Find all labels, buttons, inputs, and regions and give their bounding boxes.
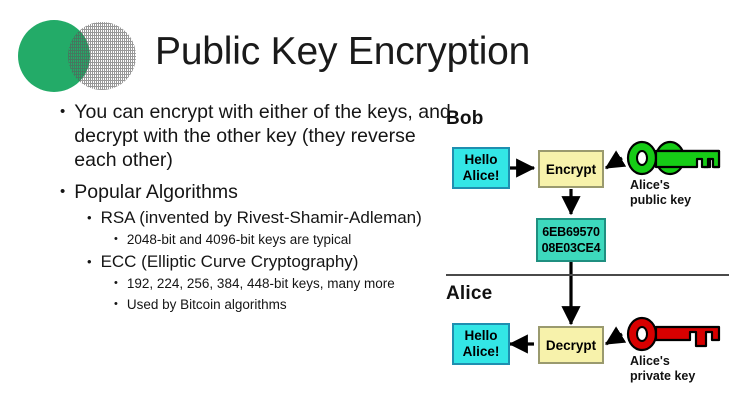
bullet-level3-rsa-keysizes: • 2048-bit and 4096-bit keys are typical [114, 229, 460, 250]
bullet-marker: • [60, 103, 66, 120]
bullet-marker: • [60, 183, 66, 200]
plaintext-line1: Hello [464, 152, 498, 167]
plaintext-box-alice: Hello Alice! [452, 323, 510, 365]
ciphertext-box: 6EB69570 08E03CE4 [536, 218, 606, 262]
bullet-text: 192, 224, 256, 384, 448-bit keys, many m… [126, 276, 395, 291]
logo [14, 12, 144, 102]
party-divider [446, 274, 729, 276]
decrypt-box: Decrypt [538, 326, 604, 364]
encryption-flow-diagram: Bob Hello Alice! Encrypt Alice's public … [440, 100, 740, 412]
ciphertext-line1: 6EB69570 [542, 225, 600, 239]
page-title: Public Key Encryption [155, 30, 531, 73]
bullet-text: Used by Bitcoin algorithms [126, 297, 287, 312]
bullet-marker: • [87, 210, 92, 225]
arrow-privatekey-to-decrypt [604, 326, 627, 346]
bullet-marker: • [114, 233, 118, 245]
red-key-icon [626, 316, 721, 352]
diagram-arrows [508, 150, 627, 354]
party-label-bob: Bob [446, 108, 484, 129]
bullet-marker: • [87, 254, 92, 269]
bullet-text: RSA (invented by Rivest-Shamir-Adleman) [100, 208, 422, 227]
bullet-text: 2048-bit and 4096-bit keys are typical [126, 232, 352, 247]
plaintext-line2: Alice! [462, 168, 500, 183]
plaintext-box-bob: Hello Alice! [452, 147, 510, 189]
halftone-circle-icon [68, 22, 136, 90]
ciphertext-line2: 08E03CE4 [541, 241, 601, 255]
bullet-text: ECC (Elliptic Curve Cryptography) [100, 252, 359, 271]
public-key-label: Alice's public key [630, 178, 691, 208]
bullet-level3-bitcoin: • Used by Bitcoin algorithms [114, 294, 460, 315]
green-key-icon [626, 140, 721, 176]
public-key-label-line2: public key [630, 193, 692, 207]
party-label-alice: Alice [446, 283, 493, 304]
public-key-label-line1: Alice's [630, 178, 670, 192]
plaintext-line2: Alice! [462, 344, 500, 359]
bullet-marker: • [114, 298, 118, 310]
bullet-level2-rsa: • RSA (invented by Rivest-Shamir-Adleman… [87, 206, 460, 229]
bullet-list: • You can encrypt with either of the key… [60, 100, 460, 315]
bullet-level1-popular-algorithms: • Popular Algorithms [60, 180, 460, 204]
private-key-label: Alice's private key [630, 354, 695, 384]
bullet-level2-ecc: • ECC (Elliptic Curve Cryptography) [87, 250, 460, 273]
private-key-label-line2: private key [630, 369, 696, 383]
bullet-marker: • [114, 277, 118, 289]
arrow-publickey-to-encrypt [604, 150, 627, 170]
private-key-label-line1: Alice's [630, 354, 670, 368]
encrypt-box: Encrypt [538, 150, 604, 188]
plaintext-line1: Hello [464, 328, 498, 343]
bullet-level3-ecc-keysizes: • 192, 224, 256, 384, 448-bit keys, many… [114, 273, 460, 294]
bullet-text: You can encrypt with either of the keys,… [74, 101, 451, 171]
bullet-level1-encrypt-decrypt: • You can encrypt with either of the key… [60, 100, 460, 172]
bullet-text: Popular Algorithms [74, 181, 238, 203]
